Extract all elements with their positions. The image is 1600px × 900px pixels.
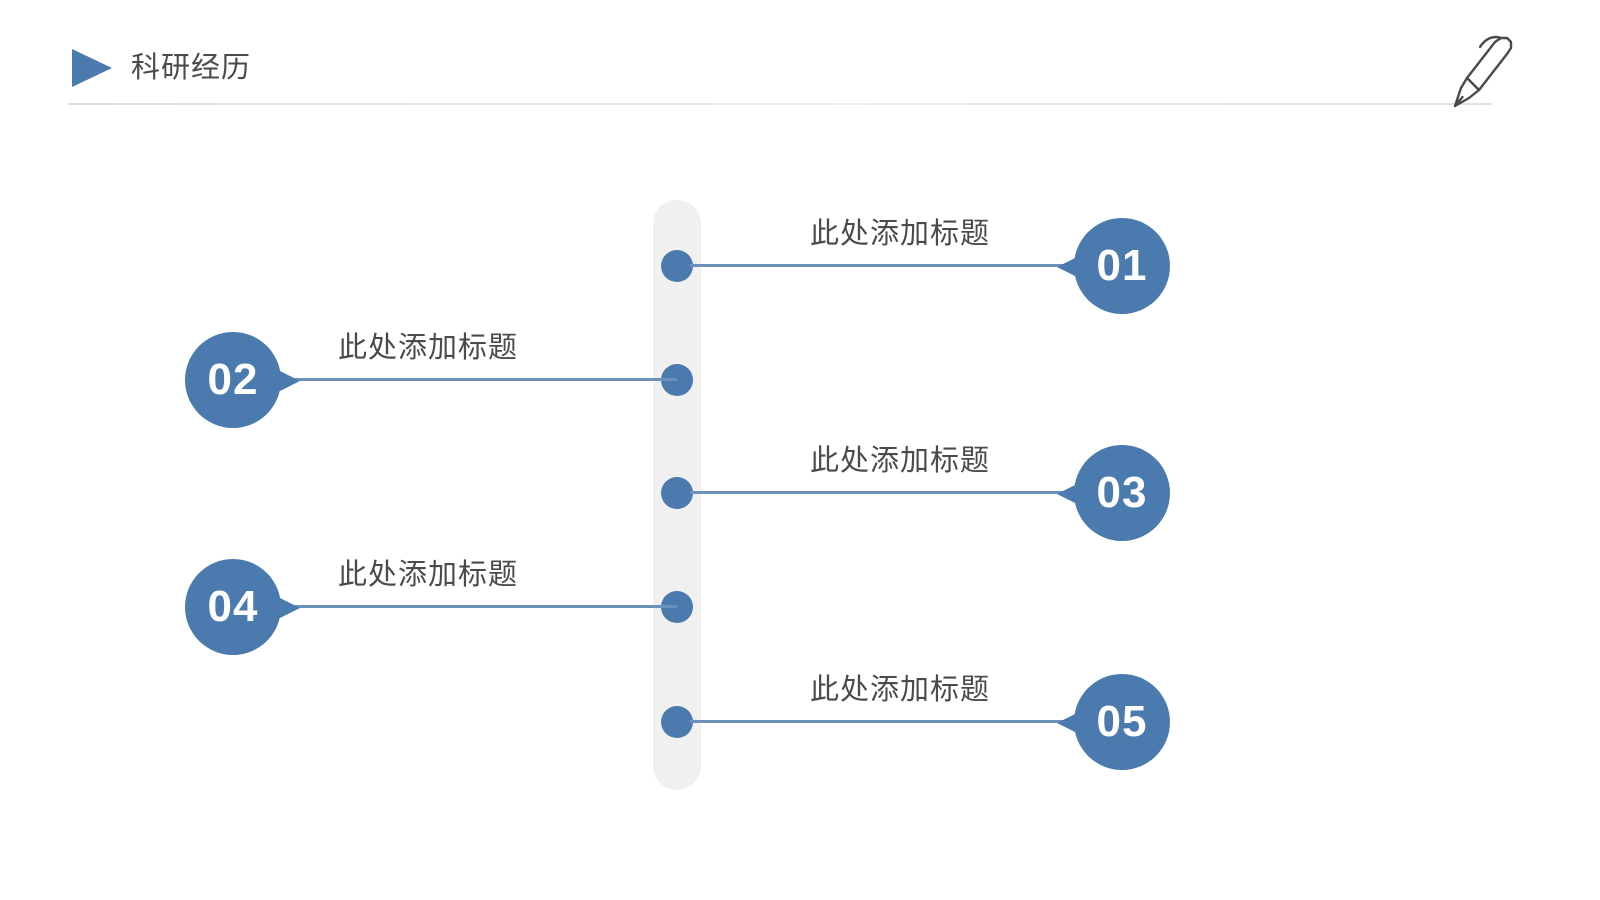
timeline-badge-02[interactable]: 02	[185, 332, 281, 428]
pen-icon	[1453, 35, 1513, 108]
timeline-connector-03	[690, 491, 1082, 494]
timeline-badge-03[interactable]: 03	[1074, 445, 1170, 541]
timeline-label-03: 此处添加标题	[810, 445, 991, 477]
page-title: 科研经历	[131, 52, 252, 84]
timeline-badge-04[interactable]: 04	[185, 559, 281, 655]
timeline-label-04: 此处添加标题	[338, 559, 519, 591]
timeline-connector-04	[285, 605, 677, 608]
timeline-node-dot-03	[661, 477, 693, 509]
timeline-label-02: 此处添加标题	[338, 332, 519, 364]
timeline-node-dot-01	[661, 250, 693, 282]
timeline-node-dot-05	[661, 706, 693, 738]
timeline-label-05: 此处添加标题	[810, 674, 991, 706]
timeline-row-03[interactable]: 此处添加标题 03	[0, 433, 1600, 553]
timeline-connector-05	[690, 720, 1082, 723]
timeline-badge-01[interactable]: 01	[1074, 218, 1170, 314]
timeline-connector-02	[285, 378, 677, 381]
timeline-badge-05[interactable]: 05	[1074, 674, 1170, 770]
slide-header: 科研经历	[0, 0, 1600, 120]
header-divider	[68, 103, 1492, 105]
play-triangle-icon	[72, 49, 112, 87]
timeline-label-01: 此处添加标题	[810, 218, 991, 250]
timeline-row-04[interactable]: 此处添加标题 04	[0, 547, 1600, 667]
timeline-row-02[interactable]: 此处添加标题 02	[0, 320, 1600, 440]
timeline-row-01[interactable]: 此处添加标题 01	[0, 206, 1600, 326]
timeline-row-05[interactable]: 此处添加标题 05	[0, 662, 1600, 782]
timeline-connector-01	[690, 264, 1082, 267]
